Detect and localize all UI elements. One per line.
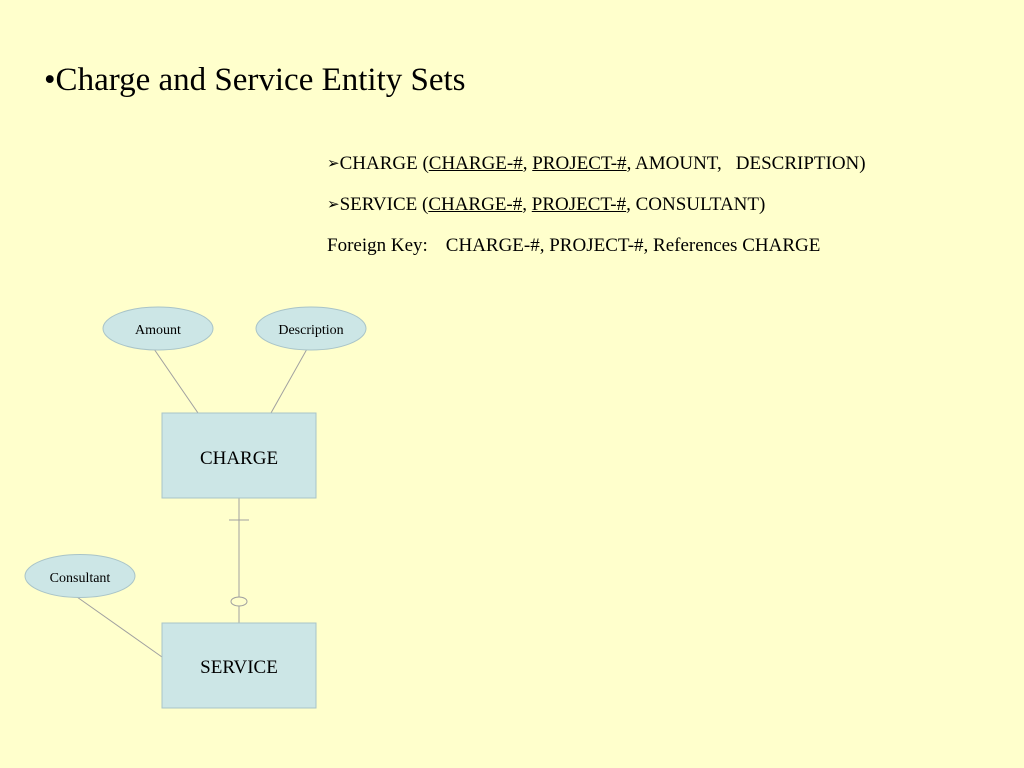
foreign-key-line: Foreign Key: CHARGE-#, PROJECT-#, Referen… <box>327 235 820 257</box>
service-schema-rest: , CONSULTANT) <box>626 194 766 215</box>
charge-schema-amount: , AMOUNT, <box>626 153 722 174</box>
description-attribute-label: Description <box>278 323 343 338</box>
arrow-bullet-icon: ➢ <box>327 156 340 172</box>
service-entity <box>161 622 317 709</box>
consultant-connector <box>76 596 163 658</box>
service-schema: ➢SERVICE (CHARGE-#, PROJECT-#, CONSULTAN… <box>327 194 765 216</box>
slide-title: •Charge and Service Entity Sets <box>44 62 466 98</box>
consultant-attribute-label: Consultant <box>50 571 111 586</box>
service-key-project-no: PROJECT-# <box>531 194 627 215</box>
foreign-key-value: CHARGE-#, PROJECT-#, References CHARGE <box>445 235 821 256</box>
service-entity-label: SERVICE <box>200 657 278 678</box>
charge-schema: ➢CHARGE (CHARGE-#, PROJECT-#, AMOUNT, DES… <box>327 153 866 175</box>
arrow-bullet-icon: ➢ <box>327 197 340 213</box>
amount-attribute <box>102 306 214 351</box>
service-key-charge-no: CHARGE-# <box>428 194 523 215</box>
foreign-key-label: Foreign Key: <box>327 235 428 256</box>
charge-key-charge-no: CHARGE-# <box>428 153 523 174</box>
charge-entity-label: CHARGE <box>200 448 278 469</box>
charge-schema-separator: , <box>522 153 533 174</box>
charge-schema-name: CHARGE ( <box>339 153 429 174</box>
consultant-attribute <box>24 554 136 598</box>
amount-connector <box>153 348 199 414</box>
description-attribute <box>255 306 367 351</box>
charge-entity <box>161 412 317 499</box>
description-connector <box>270 348 308 414</box>
charge-schema-description: DESCRIPTION) <box>735 153 866 174</box>
service-schema-separator: , <box>522 194 532 215</box>
charge-key-project-no: PROJECT-# <box>532 153 627 174</box>
amount-attribute-label: Amount <box>135 323 181 338</box>
service-schema-name: SERVICE ( <box>339 194 429 215</box>
cardinality-optional-mark <box>230 596 248 607</box>
